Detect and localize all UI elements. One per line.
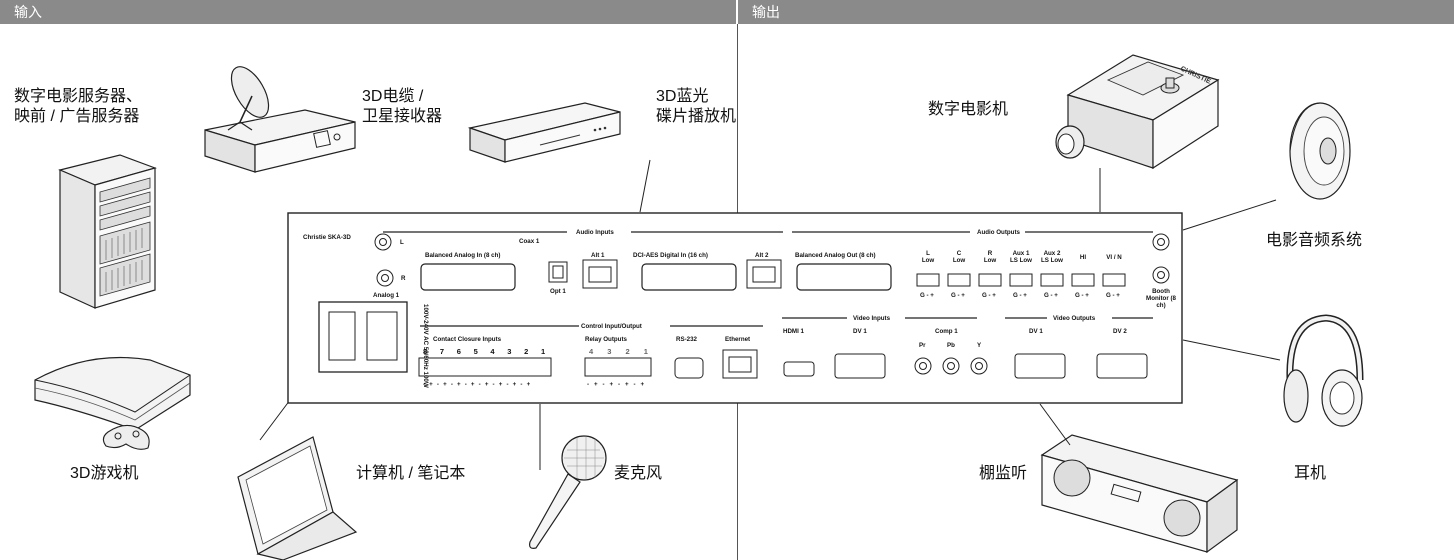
ethernet-label: Ethernet (725, 336, 751, 343)
satellite-receiver-illustration (200, 60, 360, 175)
coax1-label: Coax 1 (519, 238, 540, 245)
contact-signs: - + - + - + - + - + - + - + - + (423, 381, 532, 388)
microphone-illustration (522, 430, 612, 558)
g-label-1: G - + (920, 292, 934, 299)
analog-l-label: L (400, 239, 404, 246)
game-console-illustration (30, 340, 200, 455)
panel-brand: Christie SKA-3D (303, 234, 351, 241)
balanced-in-label: Balanced Analog In (8 ch) (425, 252, 501, 259)
pr-label: Pr (919, 342, 926, 349)
hdmi1-label: HDMI 1 (783, 328, 804, 335)
audio-inputs-title: Audio Inputs (576, 229, 614, 236)
y-label: Y (977, 342, 982, 349)
dv2-out-label: DV 2 (1113, 328, 1127, 335)
power-rating-label: 100V-240V AC 50/60Hz 100W (422, 304, 429, 388)
laptop-illustration (228, 432, 358, 560)
projector-label: 数字电影机 (928, 101, 1009, 118)
rear-panel: Christie SKA-3D Audio Inputs Audio Outpu… (287, 212, 1183, 404)
opt1-label: Opt 1 (550, 288, 566, 295)
balanced-out-label: Balanced Analog Out (8 ch) (795, 252, 876, 259)
relay-numbers: 4 3 2 1 (589, 347, 654, 356)
dv1-out-label: DV 1 (1029, 328, 1043, 335)
speaker-label: 电影音频系统 (1266, 232, 1363, 249)
video-inputs-title: Video Inputs (853, 315, 891, 322)
g-label-4: G - + (1013, 292, 1027, 299)
analog1-label: Analog 1 (373, 292, 400, 299)
dv1-in-label: DV 1 (853, 328, 867, 335)
microphone-label: 麦克风 (614, 465, 663, 482)
relay-signs: - + - + - + - + (587, 381, 646, 388)
g-label-2: G - + (951, 292, 965, 299)
server-rack-illustration (50, 150, 160, 310)
comp1-label: Comp 1 (935, 328, 958, 335)
rs232-label: RS-232 (676, 336, 697, 343)
cable-satellite-label: 3D电缆 / 卫星接收器 (362, 88, 443, 125)
dci-aes-label: DCI-AES Digital In (16 ch) (633, 252, 708, 259)
analog-r-label: R (401, 275, 406, 282)
booth-monitor-label: 棚监听 (979, 465, 1028, 482)
output-section-header: 输出 (738, 0, 1454, 24)
input-section-header: 输入 (0, 0, 736, 24)
headphones-label: 耳机 (1294, 465, 1327, 482)
projector-illustration: CHRISTIE (1048, 40, 1223, 180)
headphones-illustration (1278, 300, 1368, 430)
g-label-6: G - + (1075, 292, 1089, 299)
booth-monitor-port-label: Booth Monitor (8 ch) (1146, 288, 1176, 309)
control-io-title: Control Input/Output (581, 323, 642, 330)
g-label-5: G - + (1044, 292, 1058, 299)
relay-outputs-label: Relay Outputs (585, 336, 627, 343)
speaker-illustration (1276, 95, 1356, 205)
cinema-server-label: 数字电影服务器、 映前 / 广告服务器 (14, 88, 143, 125)
booth-monitor-illustration (1032, 430, 1242, 555)
bluray-player-illustration (465, 98, 625, 170)
alt2-label: Alt 2 (755, 252, 769, 259)
alt1-label: Alt 1 (591, 252, 605, 259)
contact-numbers: 8 7 6 5 4 3 2 1 (423, 347, 551, 356)
bluray-label: 3D蓝光 碟片播放机 (656, 88, 737, 125)
contact-closure-label: Contact Closure Inputs (433, 336, 502, 343)
game-console-label: 3D游戏机 (70, 465, 139, 482)
video-outputs-title: Video Outputs (1053, 315, 1096, 322)
out-ch-vi: VI / N (1106, 254, 1122, 261)
out-ch-hi: HI (1079, 254, 1087, 261)
g-label-3: G - + (982, 292, 996, 299)
pb-label: Pb (947, 342, 955, 349)
g-label-7: G - + (1106, 292, 1120, 299)
audio-outputs-title: Audio Outputs (977, 229, 1020, 236)
computer-label: 计算机 / 笔记本 (356, 465, 466, 482)
